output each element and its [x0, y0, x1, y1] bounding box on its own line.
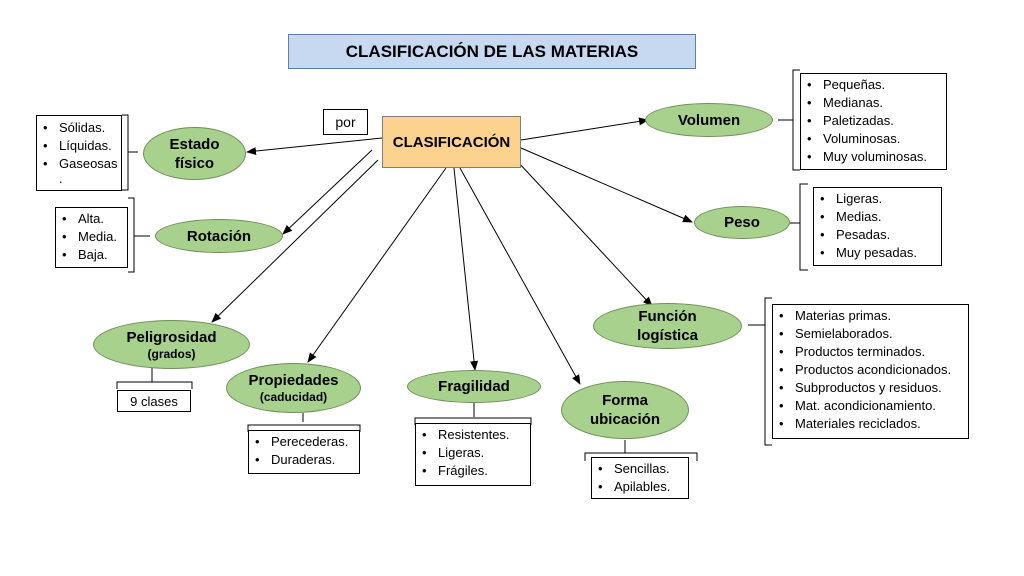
bracket-funcion: [748, 297, 772, 446]
node-propiedades: Propiedades (caducidad): [226, 363, 361, 413]
node-forma-ubicacion: Forma ubicación: [561, 381, 689, 439]
list-item: Media.: [62, 228, 121, 246]
list-item: Materiales reciclados.: [779, 415, 962, 433]
list-item: Pesadas.: [820, 226, 935, 244]
bracket-forma: [584, 440, 698, 461]
list-item: Productos acondicionados.: [779, 361, 962, 379]
node-label: logística: [637, 327, 698, 344]
list-item: Frágiles.: [422, 462, 524, 480]
node-label: físico: [174, 154, 215, 172]
list-item: Mat. acondicionamiento.: [779, 397, 962, 415]
arrow-to-rotacion: [282, 149, 373, 235]
bracket-peligrosidad: [116, 368, 193, 389]
list-item: Voluminosas.: [807, 130, 940, 148]
page-title: CLASIFICACIÓN DE LAS MATERIAS: [288, 34, 696, 69]
bracket-peso: [790, 183, 808, 271]
node-label: Función: [638, 308, 697, 325]
list-item: Muy pesadas.: [820, 244, 935, 262]
volumen-list: Pequeñas. Medianas. Paletizadas. Volumin…: [800, 73, 947, 170]
node-label: Volumen: [677, 111, 741, 129]
node-label: Propiedades: [248, 372, 339, 389]
list-item: Pequeñas.: [807, 76, 940, 94]
brace-estado: [122, 114, 138, 191]
arrow-to-funcion: [517, 161, 653, 307]
list-item: Medianas.: [807, 94, 940, 112]
arrow-to-fragilidad: [453, 167, 479, 371]
node-sublabel: (grados): [147, 346, 196, 361]
list-item: Gaseosas: [43, 155, 118, 173]
node-volumen: Volumen: [645, 103, 773, 137]
node-peso: Peso: [694, 206, 790, 239]
estado-list: Sólidas. Líquidas. Gaseosas .: [36, 115, 122, 191]
node-funcion-logistica: Función logística: [593, 303, 742, 349]
forma-list: Sencillas. Apilables.: [591, 457, 689, 499]
peso-list: Ligeras. Medias. Pesadas. Muy pesadas.: [813, 187, 942, 266]
funcion-list: Materias primas. Semielaborados. Product…: [772, 304, 969, 439]
node-label: Fragilidad: [438, 378, 510, 395]
propiedades-list: Perecederas. Duraderas.: [248, 430, 360, 474]
fragilidad-list: Resistentes. Ligeras. Frágiles.: [415, 423, 531, 486]
node-label: Peso: [724, 214, 760, 231]
por-label: por: [323, 109, 368, 135]
list-item: Productos terminados.: [779, 343, 962, 361]
node-label: Forma: [602, 392, 648, 409]
arrow-to-estado: [246, 137, 383, 156]
list-item: Duraderas.: [255, 451, 353, 469]
list-item: Ligeras.: [422, 444, 524, 462]
node-label: Rotación: [186, 227, 252, 245]
arrow-to-forma: [459, 167, 581, 385]
list-item: Baja.: [62, 246, 121, 264]
node-peligrosidad: Peligrosidad (grados): [93, 320, 250, 369]
arrow-to-propiedades: [307, 167, 447, 363]
list-item: Alta.: [62, 210, 121, 228]
bracket-propiedades: [247, 413, 361, 432]
list-item: Resistentes.: [422, 426, 524, 444]
node-sublabel: (caducidad): [259, 390, 328, 404]
list-item: Muy voluminosas.: [807, 148, 940, 166]
list-item-dot: .: [59, 171, 63, 186]
brace-rotacion: [128, 197, 150, 273]
node-rotacion: Rotación: [155, 219, 283, 253]
clasificacion-center-box: CLASIFICACIÓN: [382, 116, 521, 168]
list-item: Medias.: [820, 208, 935, 226]
peligrosidad-note: 9 clases: [117, 390, 191, 412]
list-item: Perecederas.: [255, 433, 353, 451]
node-label: Estado: [169, 135, 220, 153]
bracket-fragilidad: [414, 402, 532, 425]
node-label: Peligrosidad: [126, 328, 217, 346]
list-item: Semielaborados.: [779, 325, 962, 343]
rotacion-list: Alta. Media. Baja.: [55, 207, 128, 268]
arrow-to-volumen: [520, 117, 649, 141]
bracket-volumen: [778, 69, 800, 171]
node-estado-fisico: Estado físico: [143, 127, 246, 180]
list-item: Paletizadas.: [807, 112, 940, 130]
node-label: ubicación: [589, 411, 660, 428]
list-item: Sólidas.: [43, 119, 115, 137]
list-item: Apilables.: [598, 478, 682, 496]
node-fragilidad: Fragilidad: [407, 370, 541, 403]
list-item: Sencillas.: [598, 460, 682, 478]
arrow-to-peligrosidad: [211, 159, 379, 323]
list-item: Líquidas.: [43, 137, 115, 155]
list-item: Ligeras.: [820, 190, 935, 208]
arrow-to-peso: [520, 147, 693, 223]
list-item: Subproductos y residuos.: [779, 379, 962, 397]
list-item: Materias primas.: [779, 307, 962, 325]
